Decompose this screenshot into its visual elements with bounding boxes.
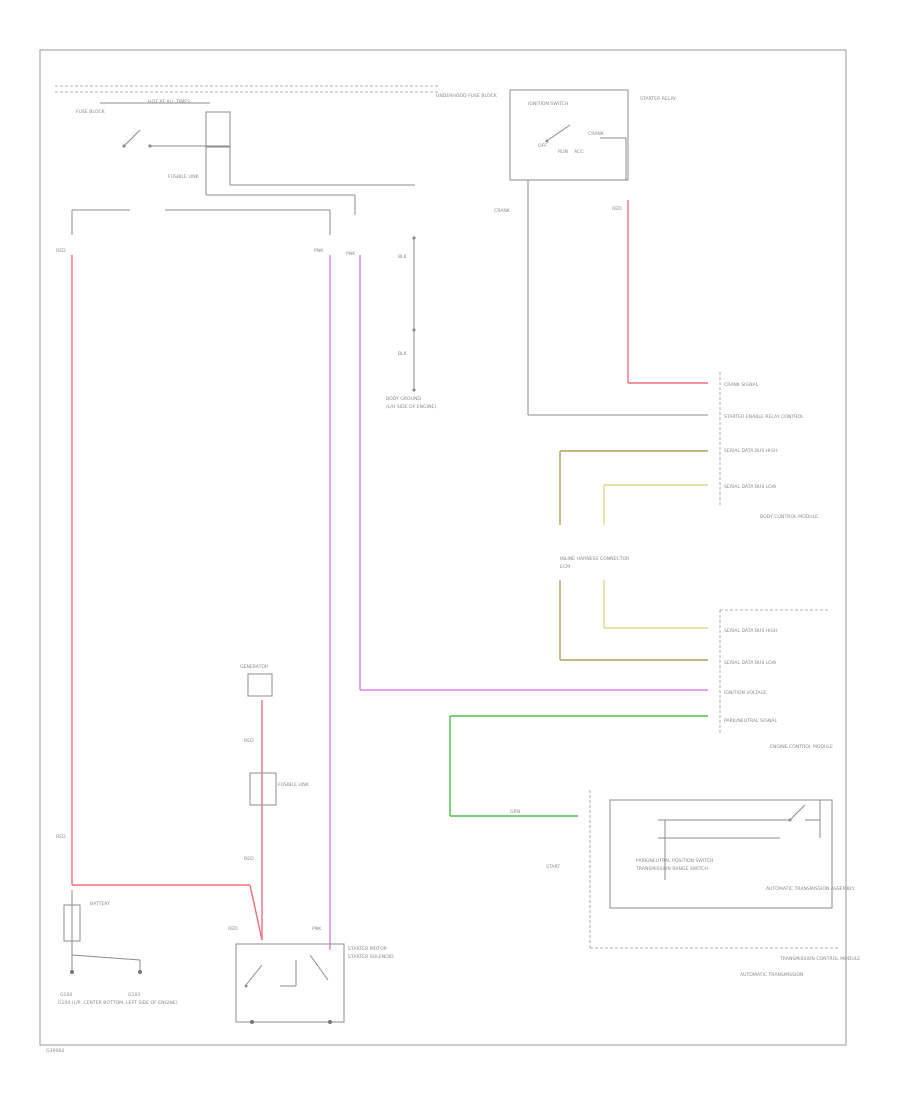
svg-text:SERIAL DATA BUS LOW: SERIAL DATA BUS LOW bbox=[724, 660, 777, 666]
svg-text:IGNITION VOLTAGE: IGNITION VOLTAGE bbox=[724, 690, 767, 696]
left-wire-color: RED bbox=[56, 248, 66, 254]
ecm-connector-bottom: SERIAL DATA BUS HIGH SERIAL DATA BUS LOW… bbox=[719, 609, 833, 750]
svg-text:SERIAL DATA BUS HIGH: SERIAL DATA BUS HIGH bbox=[724, 628, 778, 634]
svg-text:RED: RED bbox=[244, 856, 254, 862]
svg-text:PARK/NEUTRAL POSITION SWITCH: PARK/NEUTRAL POSITION SWITCH bbox=[636, 858, 713, 864]
fusible-link-label: FUSIBLE LINK bbox=[168, 174, 200, 180]
ground-right-label: G103 bbox=[128, 992, 140, 998]
generator: GENERATOR bbox=[240, 664, 273, 697]
fuse-block-label: FUSE BLOCK bbox=[76, 109, 106, 115]
fusible-link-box: FUSIBLE LINK bbox=[249, 772, 310, 806]
svg-text:GENERATOR: GENERATOR bbox=[240, 664, 269, 670]
svg-text:ACC: ACC bbox=[574, 149, 583, 155]
svg-text:START: START bbox=[546, 864, 560, 870]
svg-text:ENGINE CONTROL MODULE: ENGINE CONTROL MODULE bbox=[770, 744, 833, 750]
ground-stub: BLK BLK BODY GROUND (L/H SIDE OF ENGINE) bbox=[386, 236, 436, 410]
ecm-connector-top: CRANK SIGNAL STARTER ENABLE RELAY CONTRO… bbox=[719, 372, 818, 520]
ignition-switch: IGNITION SWITCH OFF RUN ACC CRANK STARTE… bbox=[436, 89, 676, 181]
svg-text:RED: RED bbox=[612, 206, 622, 212]
svg-text:TRANSMISSION RANGE SWITCH: TRANSMISSION RANGE SWITCH bbox=[635, 866, 708, 872]
svg-text:STARTER MOTOR: STARTER MOTOR bbox=[348, 946, 388, 952]
svg-text:CRANK SIGNAL: CRANK SIGNAL bbox=[724, 382, 759, 388]
svg-text:UNDERHOOD FUSE BLOCK: UNDERHOOD FUSE BLOCK bbox=[436, 93, 498, 99]
svg-text:BATTERY: BATTERY bbox=[90, 901, 110, 907]
ground-stub-sub: (L/H SIDE OF ENGINE) bbox=[386, 404, 436, 410]
svg-text:IGNITION SWITCH: IGNITION SWITCH bbox=[528, 101, 568, 107]
ground-panel-label: G104 (L/P, CENTER BOTTOM, LEFT SIDE OF E… bbox=[58, 1000, 178, 1006]
diagram-frame bbox=[39, 49, 847, 1046]
svg-text:PNK: PNK bbox=[312, 926, 322, 932]
ground-left-label: G104 bbox=[60, 992, 72, 998]
battery: BATTERY G104 G104 (L/P, CENTER BOTTOM, L… bbox=[58, 890, 178, 1006]
svg-text:BODY CONTROL MODULE: BODY CONTROL MODULE bbox=[760, 514, 818, 520]
svg-text:FUSIBLE LINK: FUSIBLE LINK bbox=[278, 782, 310, 788]
red-wire-battery-v bbox=[249, 884, 263, 941]
svg-text:STARTER ENABLE RELAY CONTROL: STARTER ENABLE RELAY CONTROL bbox=[724, 414, 804, 420]
svg-text:STARTER RELAY: STARTER RELAY bbox=[640, 96, 676, 102]
starter-solenoid: STARTER MOTOR STARTER SOLENOID RED PNK bbox=[228, 926, 394, 1024]
fuse-block: FUSE BLOCK HOT AT ALL TIMES FUSIBLE LINK bbox=[76, 99, 415, 215]
svg-text:CRANK: CRANK bbox=[588, 131, 605, 137]
svg-text:AUTOMATIC TRANSMISSION ASSEMBL: AUTOMATIC TRANSMISSION ASSEMBLY bbox=[766, 886, 855, 892]
svg-text:AUTOMATIC TRANSMISSION: AUTOMATIC TRANSMISSION bbox=[740, 972, 803, 978]
svg-text:STARTER SOLENOID: STARTER SOLENOID bbox=[348, 954, 394, 960]
inline-harness-connector: INLINE HARNESS CONNECTOR ECM bbox=[560, 556, 630, 570]
svg-text:RUN: RUN bbox=[558, 149, 568, 155]
svg-text:ECM: ECM bbox=[560, 564, 570, 570]
pink-wire-color: PNK bbox=[314, 248, 324, 254]
svg-text:TRANSMISSION CONTROL MODULE: TRANSMISSION CONTROL MODULE bbox=[779, 956, 860, 962]
svg-text:RED: RED bbox=[244, 738, 254, 744]
hot-at-all-times-label: HOT AT ALL TIMES bbox=[148, 99, 190, 105]
svg-text:SERIAL DATA BUS HIGH: SERIAL DATA BUS HIGH bbox=[724, 448, 778, 454]
pink-wire-color-2: PNK bbox=[346, 251, 356, 257]
svg-text:PARK/NEUTRAL SIGNAL: PARK/NEUTRAL SIGNAL bbox=[724, 718, 777, 724]
svg-text:OFF: OFF bbox=[538, 143, 547, 149]
svg-text:GRN: GRN bbox=[510, 809, 520, 815]
transmission-control: PARK/NEUTRAL POSITION SWITCH TRANSMISSIO… bbox=[546, 790, 860, 978]
svg-text:BLK: BLK bbox=[398, 351, 408, 357]
ground-stub-label: BODY GROUND bbox=[386, 396, 421, 402]
svg-text:CRANK: CRANK bbox=[494, 208, 511, 214]
svg-text:INLINE HARNESS CONNECTOR: INLINE HARNESS CONNECTOR bbox=[560, 556, 630, 562]
svg-text:BLK: BLK bbox=[398, 254, 408, 260]
figure-code: G36964 bbox=[46, 1048, 64, 1054]
red-wire-label-left: RED bbox=[56, 834, 66, 840]
svg-text:SERIAL DATA BUS LOW: SERIAL DATA BUS LOW bbox=[724, 484, 777, 490]
svg-text:RED: RED bbox=[228, 926, 238, 932]
